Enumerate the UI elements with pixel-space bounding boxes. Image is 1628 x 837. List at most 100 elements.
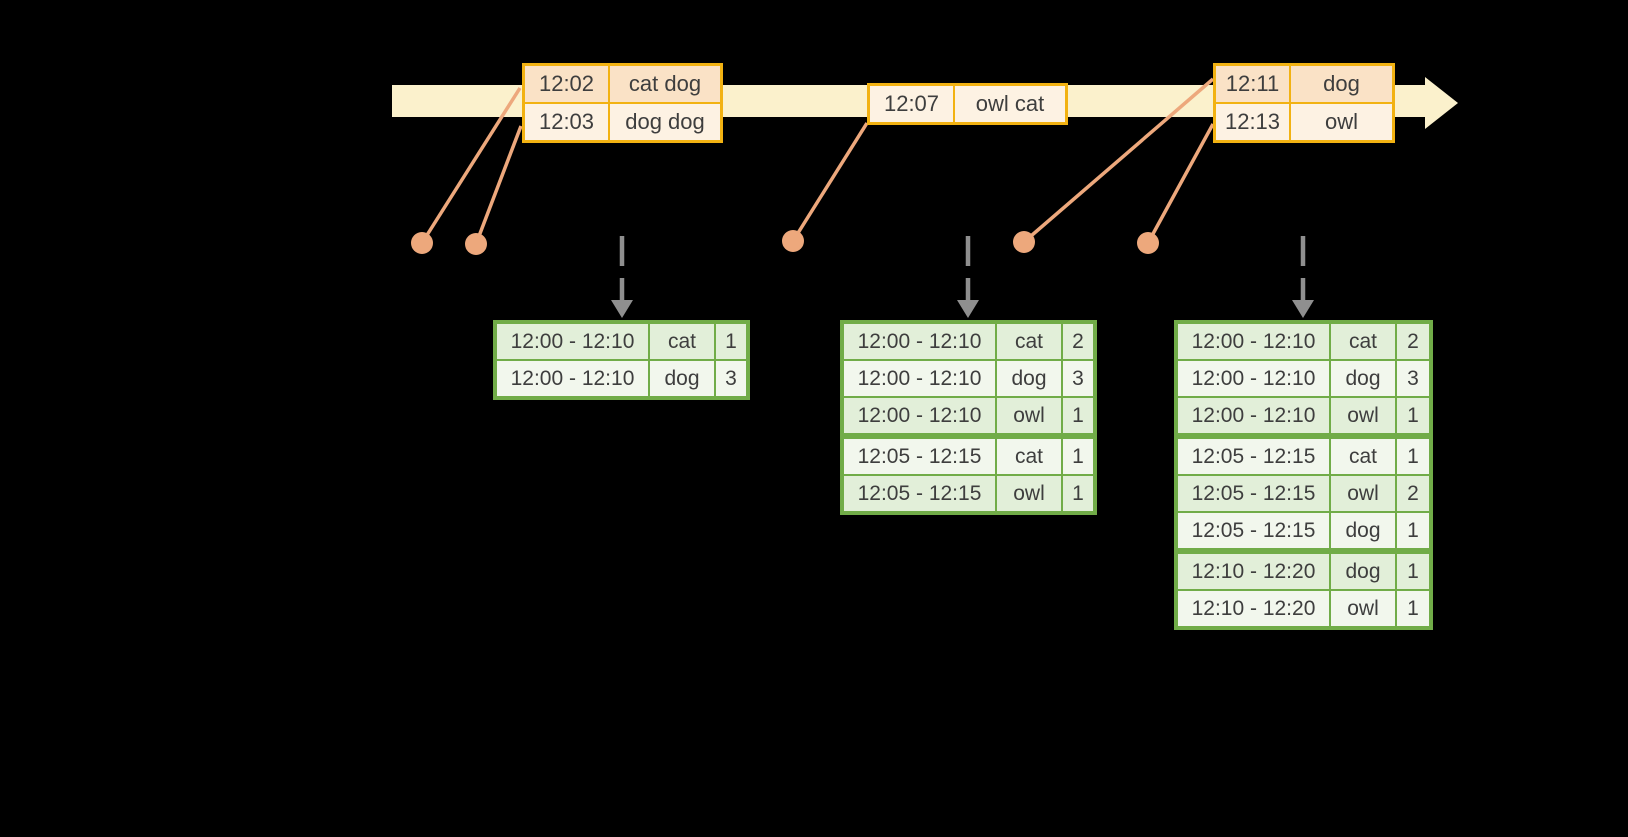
table-row: 12:05 - 12:15 cat 1 — [844, 439, 1093, 474]
word-cell: dog — [997, 361, 1061, 396]
result-table-1210: 12:00 - 12:10 cat 1 12:00 - 12:10 dog 3 — [493, 320, 750, 400]
count-cell: 3 — [1063, 361, 1093, 396]
count-cell: 1 — [1063, 476, 1093, 511]
event-box-1211-1213: 12:11 dog 12:13 owl — [1213, 63, 1395, 143]
connector-lines — [420, 77, 1215, 245]
window-cell: 12:00 - 12:10 — [1178, 324, 1329, 359]
result-table-1215: 12:00 - 12:10 cat 2 12:00 - 12:10 dog 3 … — [840, 320, 1097, 515]
event-words: dog — [1291, 66, 1392, 102]
event-row: 12:07 owl cat — [870, 86, 1065, 122]
connector-line — [791, 122, 869, 242]
count-cell: 1 — [716, 324, 746, 359]
word-cell: cat — [650, 324, 714, 359]
word-cell: owl — [997, 476, 1061, 511]
trigger-arrowhead-icon — [957, 300, 979, 318]
event-dot — [1137, 232, 1159, 254]
trigger-arrowheads — [611, 300, 1314, 318]
event-dot — [411, 232, 433, 254]
word-cell: owl — [997, 398, 1061, 433]
window-cell: 12:00 - 12:10 — [1178, 398, 1329, 433]
event-row: 12:11 dog — [1216, 66, 1392, 102]
count-cell: 1 — [1397, 554, 1429, 589]
word-cell: cat — [997, 439, 1061, 474]
count-cell: 1 — [1397, 439, 1429, 474]
table-row: 12:00 - 12:10 owl 1 — [1178, 398, 1429, 433]
table-row: 12:00 - 12:10 dog 3 — [1178, 361, 1429, 396]
window-cell: 12:00 - 12:10 — [1178, 361, 1329, 396]
count-cell: 2 — [1397, 324, 1429, 359]
window-cell: 12:05 - 12:15 — [1178, 476, 1329, 511]
word-cell: dog — [1331, 361, 1395, 396]
event-words: owl cat — [955, 86, 1065, 122]
connector-line — [474, 125, 523, 245]
word-cell: owl — [1331, 398, 1395, 433]
event-dots — [411, 230, 1159, 255]
table-row: 12:00 - 12:10 cat 2 — [844, 324, 1093, 359]
event-box-1202-1203: 12:02 cat dog 12:03 dog dog — [522, 63, 723, 143]
word-cell: dog — [1331, 513, 1395, 548]
table-row: 12:00 - 12:10 owl 1 — [844, 398, 1093, 433]
table-row: 12:05 - 12:15 cat 1 — [1178, 439, 1429, 474]
event-words: owl — [1291, 104, 1392, 140]
trigger-arrows — [619, 236, 1306, 304]
word-cell: cat — [1331, 324, 1395, 359]
count-cell: 2 — [1397, 476, 1429, 511]
connector-line — [1146, 123, 1215, 244]
word-cell: owl — [1331, 476, 1395, 511]
table-row: 12:05 - 12:15 owl 1 — [844, 476, 1093, 511]
table-row: 12:10 - 12:20 dog 1 — [1178, 554, 1429, 589]
word-cell: cat — [1331, 439, 1395, 474]
event-time: 12:03 — [525, 104, 608, 140]
count-cell: 2 — [1063, 324, 1093, 359]
event-time: 12:13 — [1216, 104, 1289, 140]
connector-line — [420, 87, 522, 244]
event-words: dog dog — [610, 104, 720, 140]
table-row: 12:00 - 12:10 dog 3 — [497, 361, 746, 396]
window-cell: 12:00 - 12:10 — [497, 361, 648, 396]
table-row: 12:00 - 12:10 cat 1 — [497, 324, 746, 359]
event-time: 12:11 — [1216, 66, 1289, 102]
word-cell: dog — [650, 361, 714, 396]
count-cell: 1 — [1397, 398, 1429, 433]
window-cell: 12:05 - 12:15 — [844, 476, 995, 511]
trigger-arrowhead-icon — [1292, 300, 1314, 318]
word-cell: cat — [997, 324, 1061, 359]
event-row: 12:03 dog dog — [525, 104, 720, 140]
word-cell: dog — [1331, 554, 1395, 589]
event-dot — [1013, 231, 1035, 253]
event-time: 12:07 — [870, 86, 953, 122]
event-box-1207: 12:07 owl cat — [867, 83, 1068, 125]
word-cell: owl — [1331, 591, 1395, 626]
window-cell: 12:00 - 12:10 — [844, 361, 995, 396]
table-row: 12:00 - 12:10 cat 2 — [1178, 324, 1429, 359]
connector-line — [1022, 77, 1215, 244]
table-row: 12:10 - 12:20 owl 1 — [1178, 591, 1429, 626]
table-row: 12:05 - 12:15 owl 2 — [1178, 476, 1429, 511]
table-row: 12:00 - 12:10 dog 3 — [844, 361, 1093, 396]
event-time: 12:02 — [525, 66, 608, 102]
window-cell: 12:05 - 12:15 — [1178, 439, 1329, 474]
trigger-arrowhead-icon — [611, 300, 633, 318]
count-cell: 1 — [1063, 439, 1093, 474]
event-row: 12:02 cat dog — [525, 66, 720, 102]
event-words: cat dog — [610, 66, 720, 102]
count-cell: 3 — [716, 361, 746, 396]
window-cell: 12:10 - 12:20 — [1178, 554, 1329, 589]
window-cell: 12:10 - 12:20 — [1178, 591, 1329, 626]
window-cell: 12:00 - 12:10 — [844, 324, 995, 359]
result-table-1220: 12:00 - 12:10 cat 2 12:00 - 12:10 dog 3 … — [1174, 320, 1433, 630]
timeline-arrow-icon — [1425, 77, 1458, 129]
window-cell: 12:00 - 12:10 — [497, 324, 648, 359]
window-cell: 12:00 - 12:10 — [844, 398, 995, 433]
table-row: 12:05 - 12:15 dog 1 — [1178, 513, 1429, 548]
event-dot — [465, 233, 487, 255]
window-cell: 12:05 - 12:15 — [844, 439, 995, 474]
event-dot — [782, 230, 804, 252]
count-cell: 3 — [1397, 361, 1429, 396]
count-cell: 1 — [1063, 398, 1093, 433]
window-cell: 12:05 - 12:15 — [1178, 513, 1329, 548]
count-cell: 1 — [1397, 591, 1429, 626]
event-row: 12:13 owl — [1216, 104, 1392, 140]
